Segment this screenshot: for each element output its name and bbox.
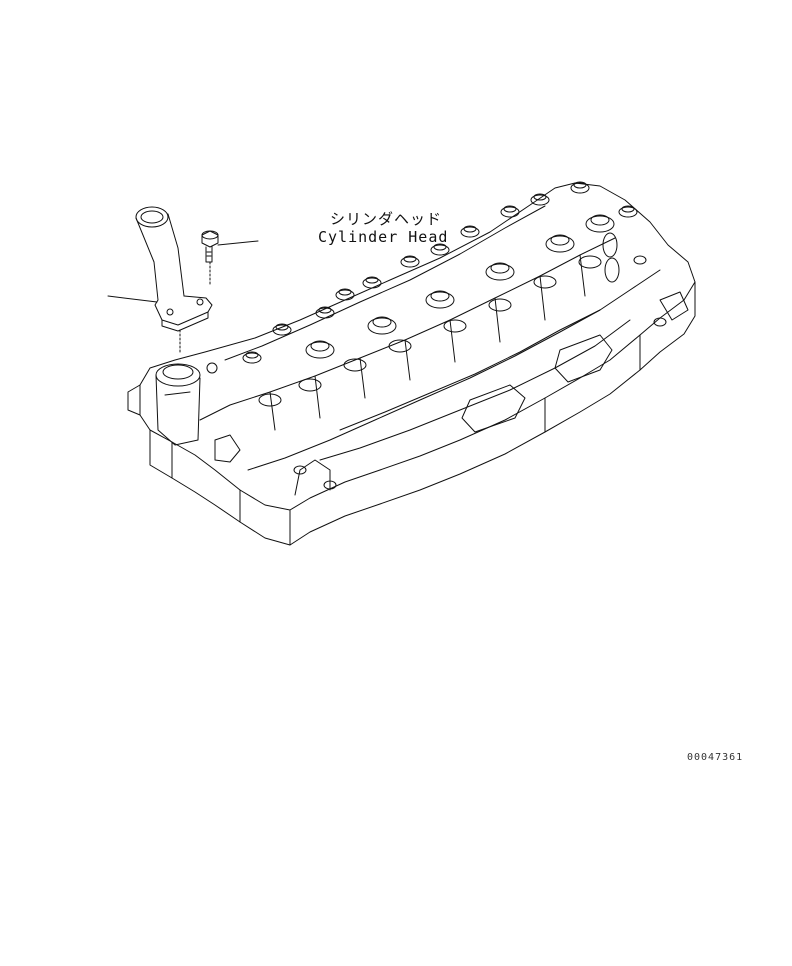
cylinder-head-label-english: Cylinder Head <box>318 228 449 246</box>
valve-ports <box>242 181 667 490</box>
leader-lines <box>107 240 259 353</box>
cylinder-head-label-japanese: シリンダヘッド <box>330 210 443 228</box>
drawing-number: 00047361 <box>687 752 744 763</box>
bolt <box>201 230 219 263</box>
thermostat-housing <box>155 362 218 446</box>
cylinder-head <box>127 182 696 546</box>
water-outlet-pipe <box>135 206 213 332</box>
